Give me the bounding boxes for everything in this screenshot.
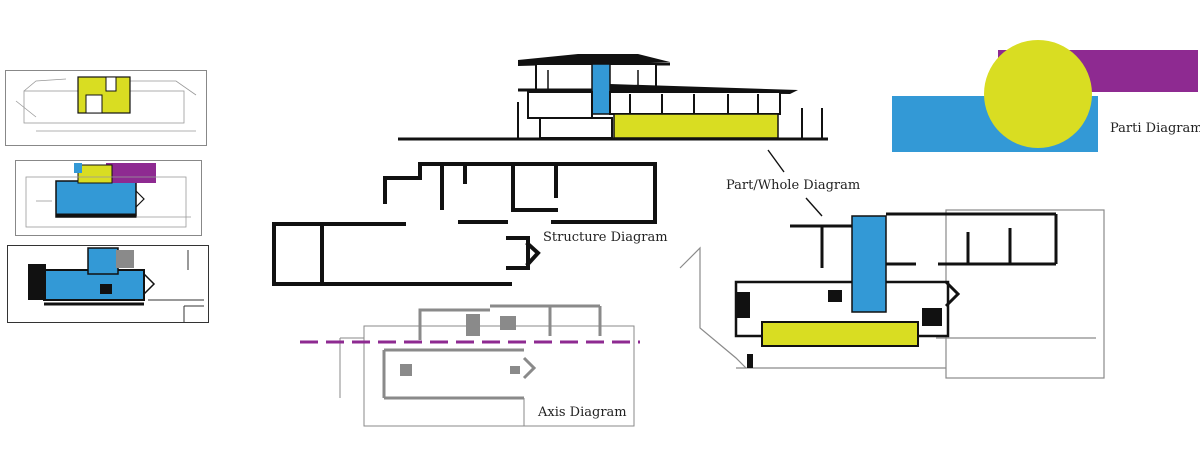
parti-yellow-circle: [984, 40, 1092, 148]
thumbnail-yellow-plan: [5, 70, 207, 146]
structure-diagram: [272, 162, 657, 286]
thumbnail-black-plan-svg: [28, 247, 204, 322]
thumbnail-black-plan: [7, 245, 209, 323]
parti-diagram-label: Parti Diagram: [1110, 121, 1200, 136]
thumbnail-yellow-plan-svg: [15, 76, 197, 132]
thumbnail-blue-plan: [15, 160, 202, 236]
thumbnail-blue-plan-svg: [25, 163, 191, 228]
parti-diagram: [892, 40, 1198, 152]
part-whole-diagram-label: Part/Whole Diagram: [726, 178, 861, 193]
part-whole-leader-lines: [767, 149, 823, 217]
elevation-section-drawing: [398, 54, 828, 141]
axis-diagram: [300, 304, 640, 427]
structure-diagram-label: Structure Diagram: [543, 230, 668, 245]
axis-diagram-label: Axis Diagram: [538, 405, 627, 420]
part-whole-plan: [679, 209, 1105, 379]
